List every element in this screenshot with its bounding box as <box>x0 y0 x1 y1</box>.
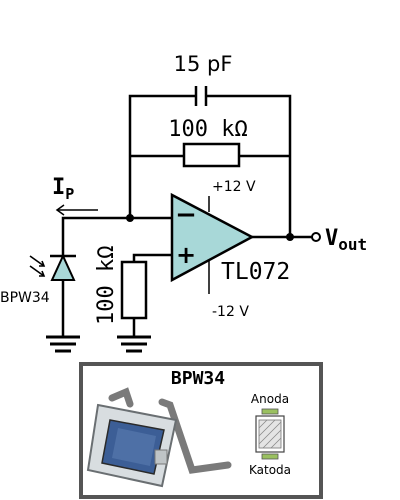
pinout-icon <box>255 408 285 460</box>
output-node-dot <box>286 233 294 241</box>
feedback-resistor-label: 100 kΩ <box>168 117 247 142</box>
supply-negative-label: -12 V <box>212 304 249 320</box>
feedback-capacitor <box>128 86 292 237</box>
feedback-resistor <box>130 142 290 168</box>
photodiode-label: BPW34 <box>0 290 50 306</box>
opamp-minus-sign: − <box>175 200 197 230</box>
opamp-plus-sign: + <box>176 241 196 269</box>
photodiode-leads <box>108 387 232 474</box>
opamp-triangle <box>170 192 255 283</box>
output-terminal <box>311 232 321 242</box>
component-photo-title: BPW34 <box>171 368 225 389</box>
opamp-label: TL072 <box>221 259 290 285</box>
light-arrows-icon <box>29 255 46 277</box>
anode-label: Anoda <box>251 392 289 406</box>
supply-positive-label: +12 V <box>212 179 256 195</box>
output-label: Vout <box>325 226 367 254</box>
resistor-ground-icon <box>117 335 151 353</box>
inverting-input-wire <box>61 216 172 250</box>
cathode-label: Katoda <box>249 463 291 477</box>
node-dot <box>126 214 134 222</box>
capacitor-label: 15 pF <box>174 52 233 76</box>
input-resistor-label: 100 kΩ <box>94 246 119 325</box>
photodiode-symbol <box>29 250 76 337</box>
input-resistor <box>120 253 172 337</box>
photodiode-package <box>86 403 178 488</box>
current-arrow <box>55 204 98 216</box>
current-label: IP <box>52 175 74 203</box>
photodiode-ground-icon <box>46 335 80 353</box>
